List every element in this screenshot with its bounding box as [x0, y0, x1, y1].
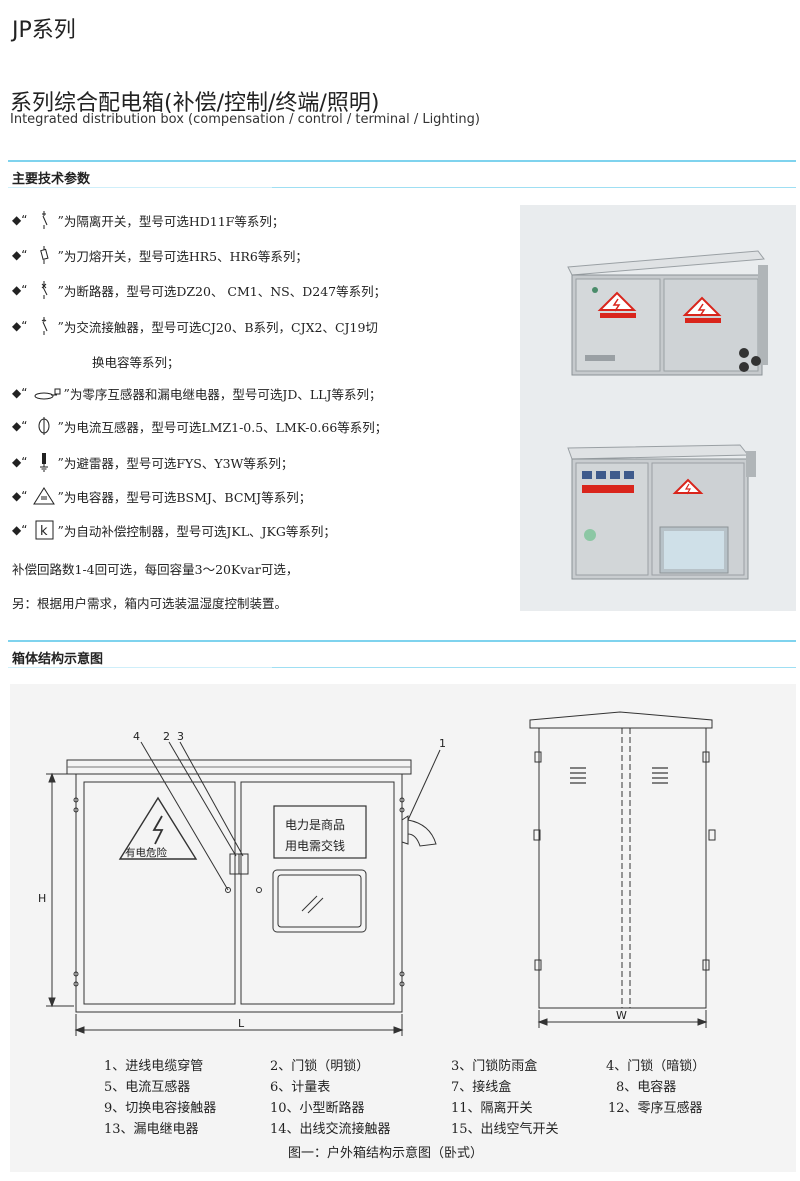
param-item-zero-sequence-ct: ◆“ ” 为零序互感器和漏电继电器，型号可选JD、LLJ等系列；: [12, 383, 382, 403]
param-item-fuse-switch: ◆“ ” 为刀熔开关，型号可选HR5、HR6等系列；: [12, 245, 308, 265]
sign-line-2: 用电需交钱: [285, 838, 345, 853]
surge-arrester-symbol-icon: [31, 452, 57, 472]
param-text: 为避雷器，型号可选FYS、Y3W等系列；: [63, 455, 294, 471]
dimension-w: W: [616, 1009, 627, 1022]
series-title: JP系列: [12, 18, 76, 43]
param-item-current-transformer: ◆“ ” 为电流互感器，型号可选LMZ1-0.5、LMK-0.66等系列；: [12, 416, 387, 436]
structure-diagram-panel: 有电危险 电力是商品 用电需交钱 4 2 3 1 H L W 1、进线电缆穿管 …: [10, 684, 796, 1172]
svg-text:k: k: [40, 524, 48, 539]
legend-item: 9、切换电容接触器: [104, 1101, 217, 1116]
dimension-h: H: [38, 892, 46, 905]
legend-item: 7、接线盒: [451, 1080, 512, 1095]
legend-item: 13、漏电继电器: [104, 1122, 199, 1137]
contactor-symbol-icon: [31, 316, 57, 336]
callout-2: 2: [163, 730, 170, 743]
cabinet-photo-2: [567, 444, 756, 580]
params-heading: 主要技术参数: [12, 172, 91, 187]
param-text: 为交流接触器，型号可选CJ20、B系列，CJX2、CJ19切: [63, 319, 378, 335]
cabinet-photo-1: [567, 250, 768, 376]
isolating-switch-symbol-icon: [31, 210, 57, 230]
callout-1: 1: [439, 737, 446, 750]
param-continuation-text: 换电容等系列；: [92, 355, 180, 370]
param-text: 为隔离开关，型号可选HD11F等系列；: [63, 213, 285, 229]
callout-4: 4: [133, 730, 140, 743]
cabinet-structure-diagram: 有电危险 电力是商品 用电需交钱 4 2 3 1 H L W: [38, 711, 716, 1036]
param-text: 为刀熔开关，型号可选HR5、HR6等系列；: [63, 248, 308, 264]
legend-item: 11、隔离开关: [451, 1101, 533, 1116]
capacitor-symbol-icon: [31, 486, 57, 506]
page-title: 系列综合配电箱(补偿/控制/终端/照明): [10, 91, 380, 116]
extra-note: 另：根据用户需求，箱内可选装温湿度控制装置。: [12, 596, 288, 611]
legend-item: 8、电容器: [616, 1080, 677, 1095]
legend-item: 2、门锁（明锁）: [270, 1059, 370, 1074]
param-text: 为零序互感器和漏电继电器，型号可选JD、LLJ等系列；: [69, 386, 382, 402]
compensation-controller-symbol-icon: k: [31, 520, 57, 540]
legend-item: 1、进线电缆穿管: [104, 1059, 204, 1074]
param-item-isolating-switch: ◆“ ” 为隔离开关，型号可选HD11F等系列；: [12, 210, 284, 230]
circuits-note: 补偿回路数1-4回可选，每回容量3～20Kvar可选，: [12, 562, 299, 577]
legend-item: 4、门锁（暗锁）: [606, 1059, 706, 1074]
param-text: 为电流互感器，型号可选LMZ1-0.5、LMK-0.66等系列；: [63, 419, 388, 435]
legend-item: 6、计量表: [270, 1080, 331, 1095]
legend-item: 12、零序互感器: [608, 1101, 703, 1116]
param-item-circuit-breaker: ◆“ ” 为断路器，型号可选DZ20、 CM1、NS、D247等系列；: [12, 280, 386, 300]
callout-3: 3: [177, 730, 184, 743]
figure-caption: 图一：户外箱结构示意图（卧式）: [288, 1146, 484, 1161]
zero-sequence-ct-symbol-icon: [31, 383, 63, 403]
param-text: 为电容器，型号可选BSMJ、BCMJ等系列；: [63, 489, 312, 505]
param-item-compensation-controller: ◆“ k ” 为自动补偿控制器，型号可选JKL、JKG等系列；: [12, 520, 336, 540]
legend-item: 10、小型断路器: [270, 1101, 365, 1116]
param-item-capacitor: ◆“ ” 为电容器，型号可选BSMJ、BCMJ等系列；: [12, 486, 311, 506]
product-photos-panel: [520, 205, 796, 611]
param-text: 为断路器，型号可选DZ20、 CM1、NS、D247等系列；: [63, 283, 387, 299]
warning-label: 有电危险: [125, 846, 167, 859]
current-transformer-symbol-icon: [31, 416, 57, 436]
legend-item: 3、门锁防雨盒: [451, 1059, 538, 1074]
page-subtitle: Integrated distribution box (compensatio…: [10, 112, 480, 127]
param-item-surge-arrester: ◆“ ” 为避雷器，型号可选FYS、Y3W等系列；: [12, 452, 293, 472]
dimension-l: L: [238, 1017, 245, 1030]
fuse-switch-symbol-icon: [31, 245, 57, 265]
params-section-header: 主要技术参数: [0, 160, 800, 192]
structure-heading: 箱体结构示意图: [12, 652, 104, 667]
structure-section-header: 箱体结构示意图: [0, 640, 800, 672]
param-item-contactor: ◆“ ” 为交流接触器，型号可选CJ20、B系列，CJX2、CJ19切: [12, 316, 378, 336]
circuit-breaker-symbol-icon: [31, 280, 57, 300]
param-text: 为自动补偿控制器，型号可选JKL、JKG等系列；: [63, 523, 336, 539]
product-photo-illustration: [567, 250, 768, 580]
legend-item: 15、出线空气开关: [451, 1122, 559, 1137]
legend-item: 14、出线交流接触器: [270, 1122, 391, 1137]
legend-item: 5、电流互感器: [104, 1080, 191, 1095]
sign-line-1: 电力是商品: [285, 817, 345, 832]
